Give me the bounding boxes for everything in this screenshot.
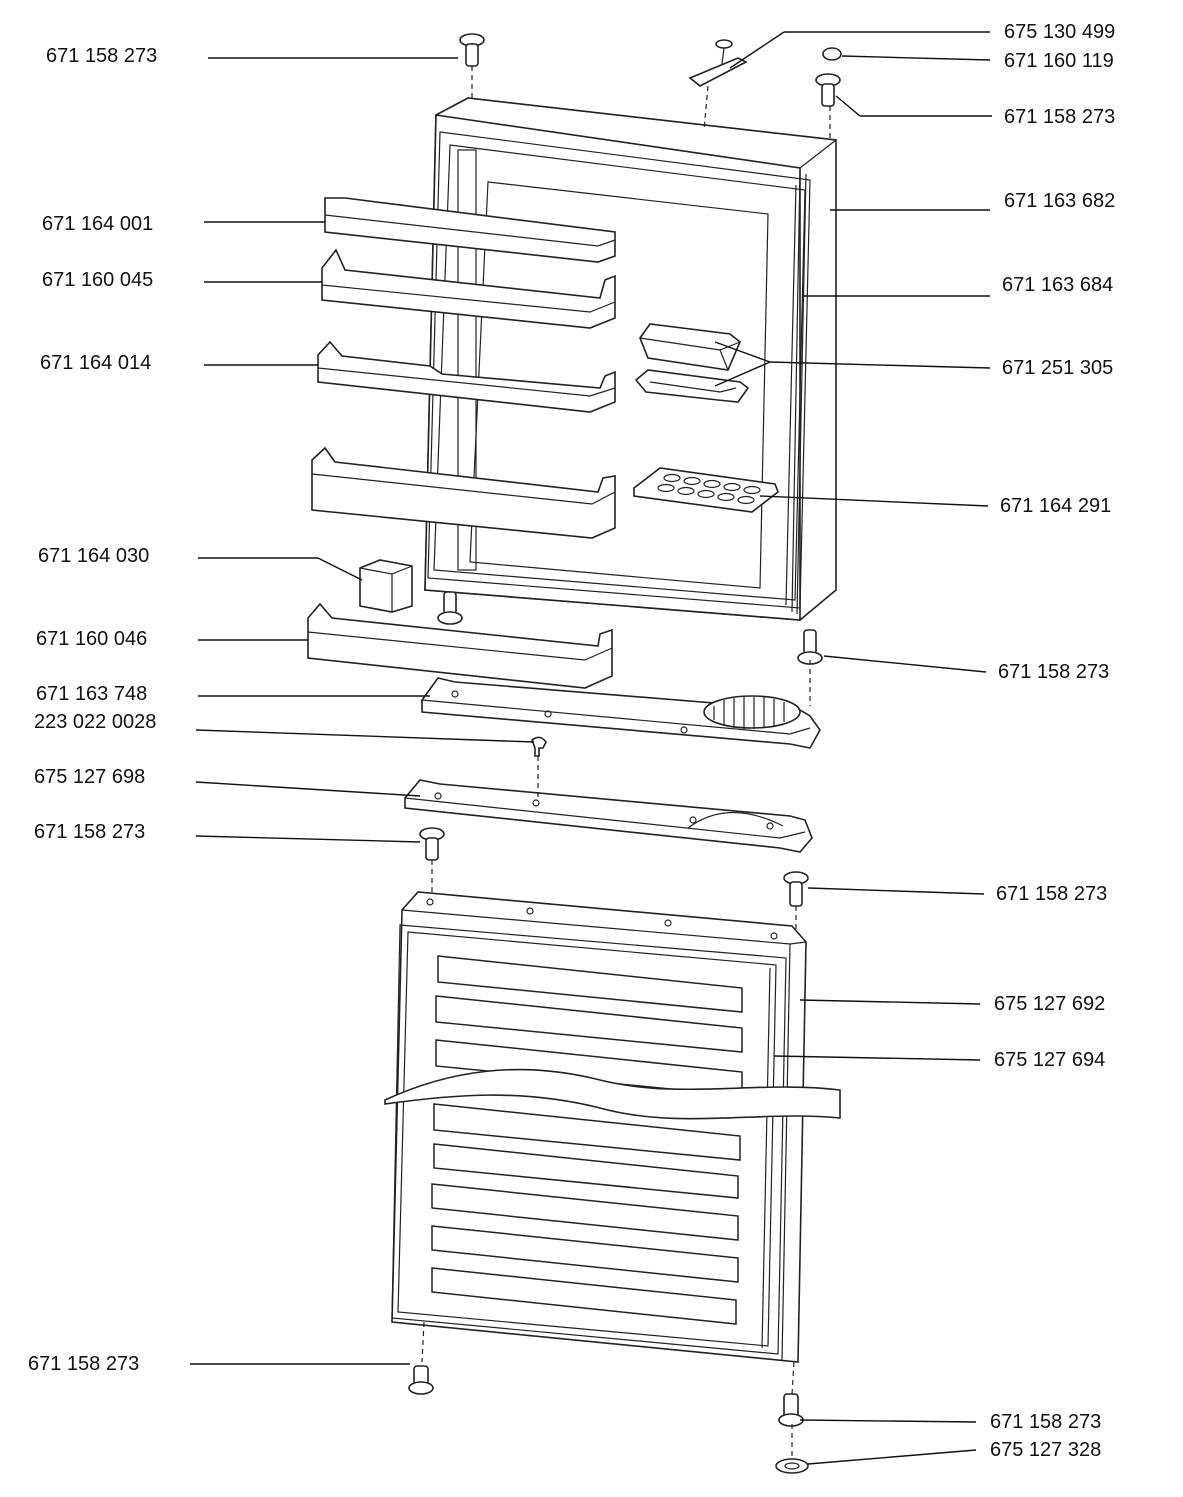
label-top-hinge-plate: 675 130 499 [1004,21,1116,43]
label-hinge-screw: 223 022 0028 [34,711,157,733]
label-butter-box: 671 251 305 [1002,357,1114,379]
label-top-left-screw: 671 158 273 [46,45,158,67]
middle-hinge [404,779,813,853]
screw-bottom-right [778,1393,804,1427]
label-top-right-screw: 671 158 273 [1004,106,1116,128]
label-lower-door: 675 127 692 [994,993,1106,1015]
upper-door [424,97,837,621]
screw-lower-right [783,871,809,907]
top-cap [822,47,842,61]
hinge-screw [531,736,547,757]
screw-bottom-left [408,1365,434,1395]
label-mid-right-screw: 671 158 273 [998,661,1110,683]
screw-top-right [815,73,841,107]
label-bottom-washer: 675 127 328 [990,1439,1102,1461]
door-shelf-4 [311,446,616,539]
lower-door-gasket [761,967,771,1349]
label-upper-gasket: 671 163 684 [1002,274,1114,296]
screw-mid-left [419,827,445,861]
door-shelf-3 [317,340,616,413]
assembly-axes [421,66,831,1458]
top-hinge-plate [688,39,748,87]
label-shelf-2: 671 160 045 [42,269,154,291]
door-shelf-2 [321,248,616,329]
label-shelf-1: 671 164 001 [42,213,154,235]
leader-lines [190,31,992,1465]
label-upper-door: 671 163 682 [1004,190,1116,212]
screw-upper-door-left [437,591,463,625]
screw-mid-right [797,629,823,665]
label-top-cap: 671 160 119 [1004,50,1114,72]
label-mid-left-screw: 671 158 273 [34,821,146,843]
label-egg-tray: 671 164 291 [1000,495,1112,517]
label-small-bin: 671 164 030 [38,545,150,567]
small-bin [359,559,413,613]
label-middle-hinge: 675 127 698 [34,766,146,788]
bottom-door-shelf [307,602,613,689]
label-hinge-bracket: 671 163 748 [36,683,148,705]
washer [775,1458,809,1474]
hinge-bracket [421,677,821,749]
label-lower-right-screw: 671 158 273 [996,883,1108,905]
lower-door-slots [431,955,743,1325]
label-lower-gasket: 675 127 694 [994,1049,1106,1071]
label-bottom-left-screw: 671 158 273 [28,1353,140,1375]
egg-tray [633,467,779,513]
break-band [384,1068,841,1120]
label-shelf-3: 671 164 014 [40,352,152,374]
label-bottom-right-screw: 671 158 273 [990,1411,1102,1433]
label-bottom-shelf: 671 160 046 [36,628,148,650]
screw-top-left [459,33,485,67]
upper-door-gasket [791,171,807,615]
butter-box [634,323,750,403]
door-shelf-1 [324,197,616,263]
